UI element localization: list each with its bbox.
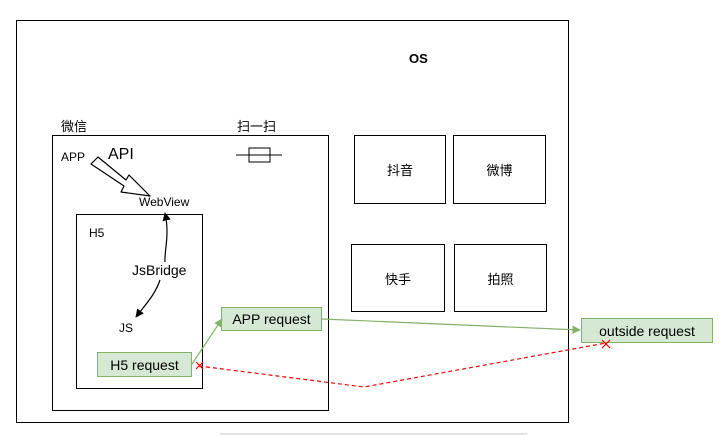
api-label: API	[108, 146, 134, 163]
app-box-camera: 拍照	[454, 244, 547, 312]
jsbridge-label: JsBridge	[132, 262, 187, 278]
app-box-label: 抖音	[386, 163, 413, 178]
wechat-label: 微信	[61, 119, 88, 134]
app-box-label: 快手	[384, 271, 411, 287]
app-box-kuaishou: 快手	[351, 244, 445, 312]
h5-request-box: H5 request	[97, 352, 192, 377]
app-box-label: 微博	[486, 163, 513, 178]
app-box-weibo: 微博	[453, 135, 546, 204]
scan-label: 扫一扫	[237, 119, 277, 134]
outside-request-box: outside request	[581, 318, 713, 343]
app-request-box: APP request	[221, 307, 322, 331]
app-label: APP	[61, 150, 86, 164]
os-label: OS	[409, 51, 428, 66]
app-box-douyin: 抖音	[354, 135, 446, 204]
app-box-label: 拍照	[487, 271, 514, 287]
js-label: JS	[119, 321, 134, 335]
webview-label: WebView	[139, 195, 190, 209]
h5-label: H5	[89, 226, 105, 240]
